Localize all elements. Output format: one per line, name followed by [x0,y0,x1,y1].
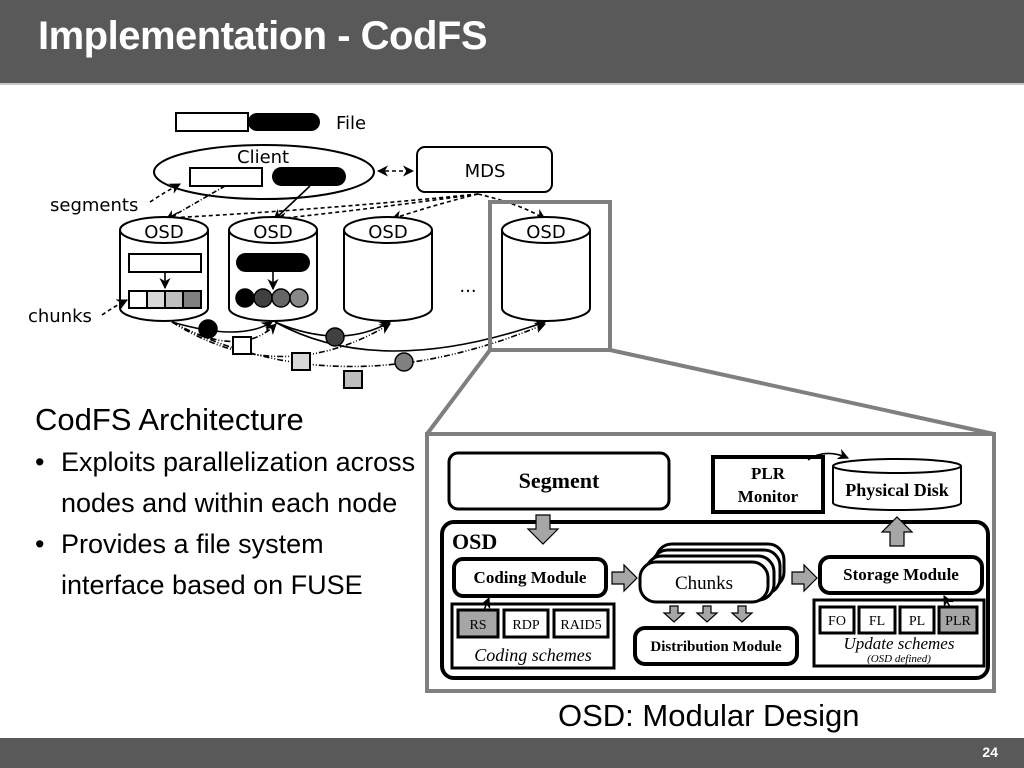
storage-module-box [818,555,984,595]
osd-label: OSD [526,222,565,243]
diagram-caption: OSD: Modular Design [558,698,860,733]
osd2-segment [236,253,310,272]
update-scheme-fl-label: FL [869,614,885,629]
plr-monitor-box [711,455,825,514]
osd-cylinder-4: OSD [501,216,591,322]
chunk-transfer-light [291,352,311,371]
more-osds-ellipsis: ... [459,276,476,297]
chunk-white [128,290,148,309]
bullet-glyph: • [35,447,45,477]
bullet-item: • Exploits parallelization across nodes … [35,442,425,524]
storage-module-label: Storage Module [843,565,959,584]
osd-cylinder-2: OSD [228,216,318,322]
mds-box [416,146,553,193]
mds-node: MDS [416,146,553,193]
chunk-transfer-darkgray [325,327,345,347]
zoom-target-box [425,432,996,693]
osd-label: OSD [368,222,407,243]
update-scheme-pl [898,605,936,635]
bullet-item: • Provides a file system interface based… [35,524,425,606]
chunk-dark [182,290,202,309]
osd-container-label: OSD [452,529,497,554]
chunk-transfer-gray [394,352,414,372]
chunks-to-distribution-arrows [662,605,754,623]
client-label: Client [237,147,289,168]
chunk-transfer-mid [343,370,363,389]
chunk-transfer-white [232,336,252,355]
physical-disk: Physical Disk [832,458,962,511]
chunks-stack: Chunks [638,542,786,604]
slide-title: Implementation - CodFS [38,14,488,58]
bullet-text: Provides a file system interface based o… [61,529,363,600]
update-scheme-plr-label: PLR [945,614,971,629]
title-bar [0,0,1024,85]
zoom-source-box [488,200,612,352]
architecture-description: CodFS Architecture • Exploits paralleliz… [35,398,425,606]
update-scheme-plr [937,605,979,635]
chunks-pointer [101,299,129,316]
client-node: Client [153,144,375,200]
update-schemes-label: Update schemes [844,634,955,653]
section-heading: CodFS Architecture [35,402,304,437]
distribution-module-box [633,626,799,666]
physical-disk-label: Physical Disk [845,480,949,500]
update-schemes-sublabel: (OSD defined) [867,653,931,665]
update-scheme-pl-label: PL [909,614,925,629]
bullet-text: Exploits parallelization across nodes an… [61,447,416,518]
coding-scheme-rs-label: RS [469,618,486,633]
osd-label: OSD [253,222,292,243]
disk-up-arrow [880,516,914,547]
chunks-module-label: Chunks [675,573,733,594]
plr-monitor-line1: PLR [751,464,786,483]
osd-label: OSD [144,222,183,243]
file-label: File [336,113,366,134]
coding-module-label: Coding Module [474,568,587,587]
zoom-highlight [425,200,996,693]
segments-pointer [149,183,181,203]
coding-scheme-raid5 [552,608,610,639]
distribution-module-label: Distribution Module [650,639,782,655]
coding-schemes-label: Coding schemes [474,645,591,665]
footer-bar [0,738,1024,768]
chunk-transfer-black [198,319,218,339]
file-segment-black [248,113,320,131]
coding-scheme-rdp-label: RDP [512,618,539,633]
coding-scheme-rs [456,608,500,639]
segment-label: Segment [519,468,600,493]
segment-box [447,451,671,511]
update-scheme-fo [818,605,856,635]
modular-design-diagram: Segment PLR Monitor Physical Disk OSD Co… [440,448,990,680]
coding-scheme-rdp [502,608,550,639]
osd1-segment [128,253,202,273]
coding-module-box [452,557,608,598]
chunk-mid [164,290,184,309]
client-segment-white [189,167,263,187]
file-block: File [175,112,366,134]
chunks-to-storage-arrow [791,563,818,593]
coding-to-chunks-arrow [611,563,638,593]
mds-label: MDS [465,161,506,182]
coding-scheme-raid5-label: RAID5 [560,618,601,633]
update-schemes-group: FO FL PL PLR Update schemes (OSD defined… [812,595,986,668]
distribution-arcs [171,320,547,368]
bullet-glyph: • [35,529,45,559]
file-segment-white [175,112,249,132]
page-number: 24 [982,744,998,760]
plr-monitor-line2: Monitor [738,487,799,506]
update-scheme-fl [857,605,897,635]
coding-schemes-group: RS RDP RAID5 Coding schemes [450,596,616,670]
segment-down-arrow [526,514,560,545]
segment-to-osd1 [165,185,226,221]
update-scheme-fo-label: FO [828,614,846,629]
chunk-light [146,290,166,309]
segments-label: segments [50,195,138,216]
osd-cylinder-3: OSD [343,216,433,322]
monitor-to-disk-arrow [807,448,850,461]
client-segment-black [272,167,346,186]
chunks-label: chunks [28,306,92,327]
osd-cylinder-1: OSD [119,216,209,322]
